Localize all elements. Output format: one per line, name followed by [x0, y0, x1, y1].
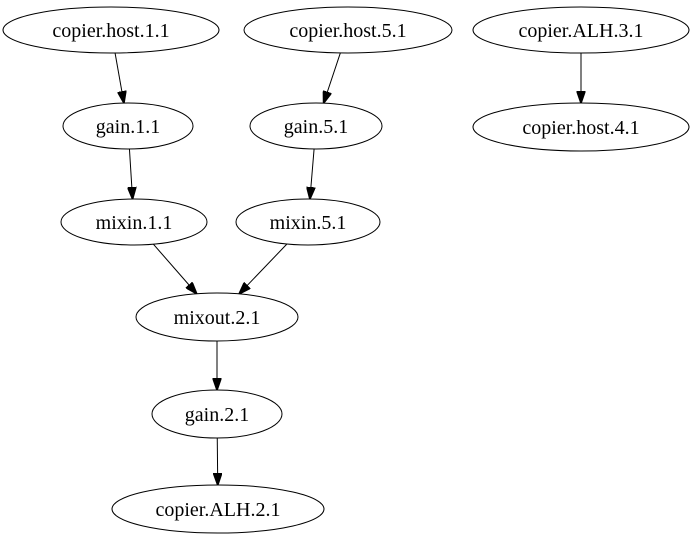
edge-mixin-5-1-to-mixout-2-1: [239, 243, 288, 294]
node-label-copier-host-4-1: copier.host.4.1: [522, 117, 639, 139]
node-label-copier-host-5-1: copier.host.5.1: [289, 20, 406, 42]
node-ellipse-gain-1-1: [62, 102, 194, 150]
node-label-copier-alh-3-1: copier.ALH.3.1: [519, 20, 644, 42]
node-ellipse-gain-2-1: [151, 389, 283, 439]
node-label-gain-5-1: gain.5.1: [284, 116, 348, 138]
edge-gain-1-1-to-mixin-1-1: [129, 148, 132, 199]
node-ellipse-copier-alh-2-1: [111, 484, 325, 534]
edge-mixin-1-1-to-mixout-2-1: [152, 243, 196, 294]
node-copier-host-4-1: copier.host.4.1: [472, 102, 690, 152]
node-ellipse-gain-5-1: [249, 102, 383, 150]
node-ellipse-copier-alh-3-1: [472, 6, 690, 54]
graph-edges: [114, 52, 581, 485]
node-ellipse-copier-host-4-1: [472, 102, 690, 152]
node-label-mixin-1-1: mixin.1.1: [96, 212, 173, 234]
node-gain-1-1: gain.1.1: [62, 102, 194, 150]
node-copier-host-5-1: copier.host.5.1: [243, 6, 453, 54]
node-ellipse-copier-host-5-1: [243, 6, 453, 54]
node-ellipse-copier-host-1-1: [2, 6, 220, 54]
node-copier-host-1-1: copier.host.1.1: [2, 6, 220, 54]
node-mixin-5-1: mixin.5.1: [235, 198, 381, 246]
edge-copier-host-5-1-to-gain-5-1: [324, 52, 341, 103]
node-label-copier-host-1-1: copier.host.1.1: [52, 20, 169, 42]
node-gain-5-1: gain.5.1: [249, 102, 383, 150]
node-copier-alh-2-1: copier.ALH.2.1: [111, 484, 325, 534]
node-label-gain-1-1: gain.1.1: [96, 116, 160, 138]
node-label-mixin-5-1: mixin.5.1: [270, 212, 347, 234]
node-ellipse-mixin-1-1: [60, 198, 208, 246]
node-gain-2-1: gain.2.1: [151, 389, 283, 439]
graph-nodes: copier.host.1.1 copier.host.5.1 copier.ALH…: [2, 6, 690, 534]
edge-gain-5-1-to-mixin-5-1: [310, 148, 314, 199]
node-ellipse-mixin-5-1: [235, 198, 381, 246]
node-label-gain-2-1: gain.2.1: [185, 404, 249, 426]
node-ellipse-mixout-2-1: [135, 292, 299, 342]
edge-copier-host-1-1-to-gain-1-1: [114, 52, 124, 103]
node-copier-alh-3-1: copier.ALH.3.1: [472, 6, 690, 54]
node-label-copier-alh-2-1: copier.ALH.2.1: [156, 499, 281, 521]
node-label-mixout-2-1: mixout.2.1: [174, 307, 261, 329]
node-mixin-1-1: mixin.1.1: [60, 198, 208, 246]
node-mixout-2-1: mixout.2.1: [135, 292, 299, 342]
